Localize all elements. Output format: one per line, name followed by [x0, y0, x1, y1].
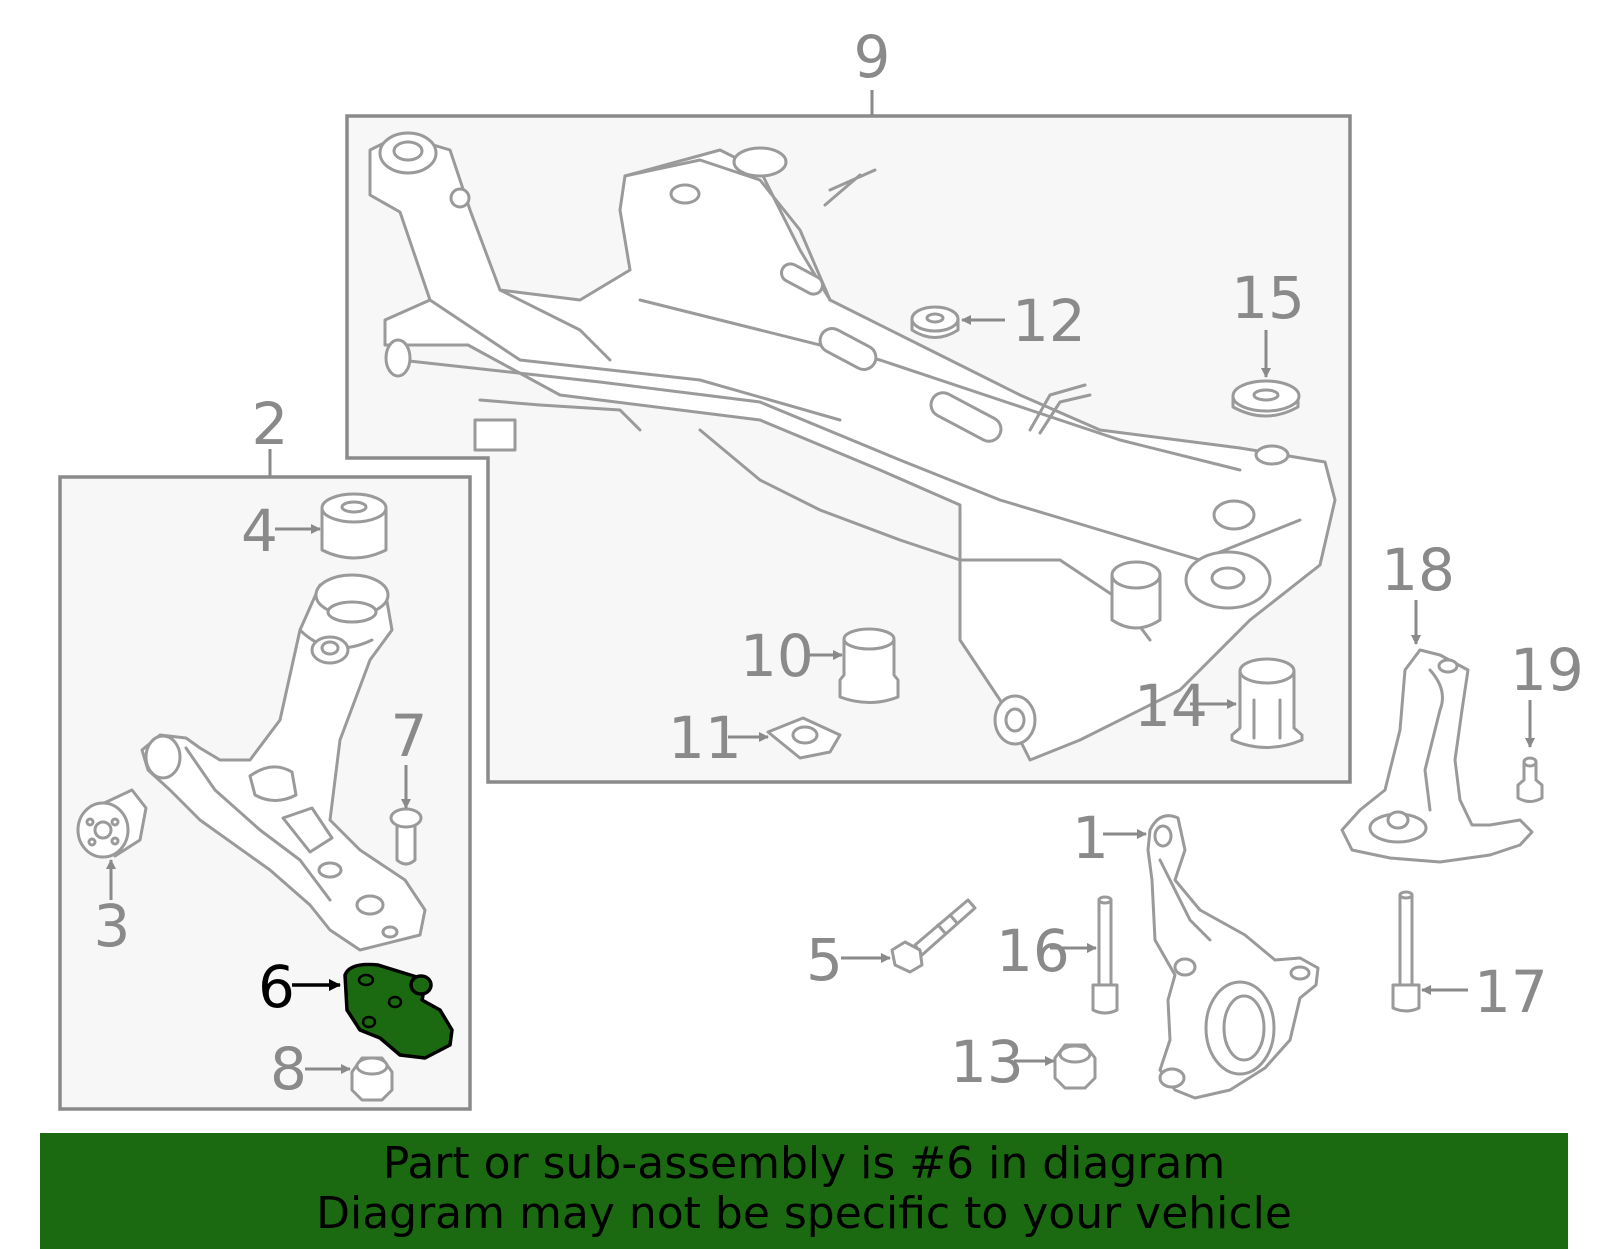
callout-17: 17 [1474, 958, 1548, 1026]
bushing-14 [1230, 657, 1304, 749]
bolt-5 [890, 898, 977, 974]
bushing-4 [320, 492, 388, 560]
callout-16: 16 [996, 917, 1070, 985]
callout-3: 3 [94, 892, 131, 960]
bushing-10 [838, 627, 900, 704]
lower-control-arm [140, 573, 427, 952]
callout-1: 1 [1072, 804, 1109, 872]
callout-14: 14 [1134, 672, 1208, 740]
bracket-18 [1340, 648, 1534, 864]
pin-7 [389, 807, 423, 866]
callout-9: 9 [854, 23, 891, 91]
mount-11 [766, 716, 842, 760]
nut-8 [350, 1056, 394, 1102]
callout-7: 7 [391, 702, 428, 770]
callout-12: 12 [1012, 287, 1086, 355]
bolt-19 [1516, 756, 1544, 803]
nut-13 [1053, 1043, 1097, 1090]
callout-4: 4 [241, 497, 278, 565]
washer-15 [1231, 379, 1301, 418]
callout-10: 10 [740, 622, 814, 690]
steering-knuckle-1 [1146, 814, 1320, 1100]
callout-5: 5 [806, 926, 843, 994]
callout-13: 13 [950, 1028, 1024, 1096]
callout-8: 8 [270, 1035, 307, 1103]
callout-19: 19 [1510, 636, 1584, 704]
callout-6: 6 [258, 953, 295, 1021]
bolt-16 [1091, 895, 1119, 1015]
callout-18: 18 [1381, 536, 1455, 604]
info-banner: Part or sub-assembly is #6 in diagram Di… [40, 1133, 1568, 1249]
callout-2: 2 [252, 390, 289, 458]
front-subframe [368, 131, 1337, 762]
ball-joint-6-highlighted [343, 962, 454, 1060]
callout-15: 15 [1231, 264, 1305, 332]
washer-12 [910, 305, 960, 339]
bushing-3 [76, 788, 148, 859]
banner-part-note: Part or sub-assembly is #6 in diagram [382, 1138, 1226, 1189]
callout-11: 11 [668, 704, 742, 772]
bolt-17 [1391, 890, 1421, 1013]
banner-disclaimer: Diagram may not be specific to your vehi… [316, 1188, 1292, 1239]
